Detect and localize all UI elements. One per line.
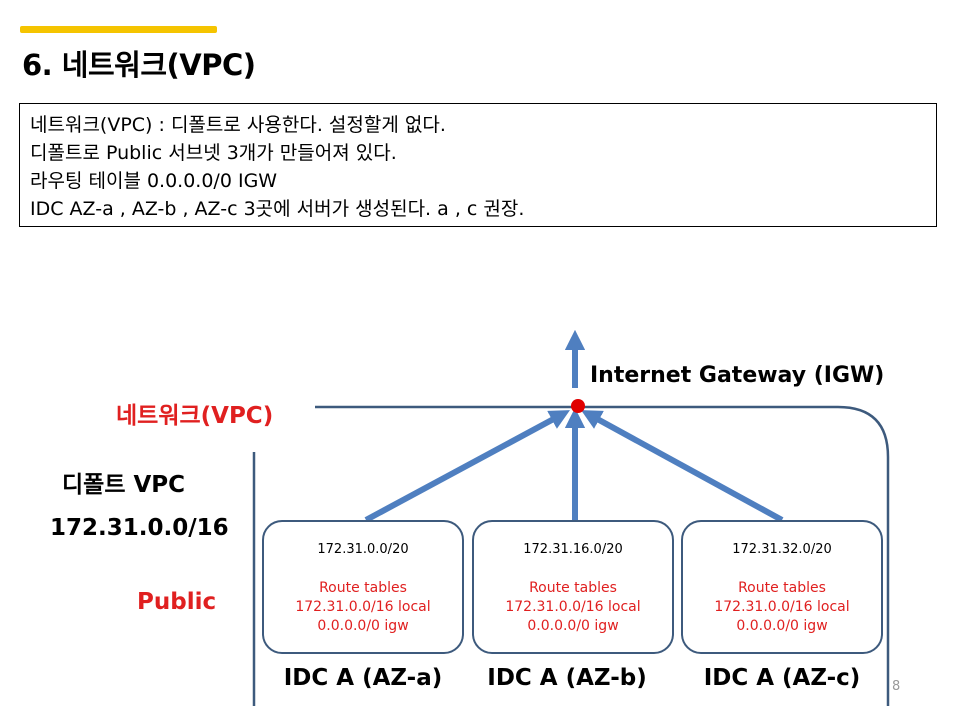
route-table-title: Route tables [319,580,407,596]
note-line: IDC AZ-a , AZ-b , AZ-c 3곳에 서버가 생성된다. a ,… [30,198,525,220]
subnet-box-az-c: 172.31.32.0/20 Route tables 172.31.0.0/1… [681,520,883,654]
subnet-box-az-a: 172.31.0.0/20 Route tables 172.31.0.0/16… [262,520,464,654]
subnet-cidr: 172.31.32.0/20 [732,542,832,557]
note-box: 네트워크(VPC) : 디폴트로 사용한다. 설정할게 없다. 디폴트로 Pub… [19,103,937,227]
route-default: 0.0.0.0/0 igw [317,618,409,634]
route-default: 0.0.0.0/0 igw [527,618,619,634]
public-subnet-label: Public [137,589,217,615]
az-label-b: IDC A (AZ-b) [487,665,647,691]
page-title: 6. 네트워크(VPC) [22,48,256,82]
subnet-cidr: 172.31.0.0/20 [317,542,409,557]
subnet-cidr: 172.31.16.0/20 [523,542,623,557]
subnet-box-az-b: 172.31.16.0/20 Route tables 172.31.0.0/1… [472,520,674,654]
route-table: Route tables 172.31.0.0/16 local 0.0.0.0… [474,579,672,636]
route-local: 172.31.0.0/16 local [505,599,641,615]
note-line: 네트워크(VPC) : 디폴트로 사용한다. 설정할게 없다. [30,114,446,136]
route-table: Route tables 172.31.0.0/16 local 0.0.0.0… [264,579,462,636]
route-default: 0.0.0.0/0 igw [736,618,828,634]
route-local: 172.31.0.0/16 local [714,599,850,615]
igw-point [571,399,585,413]
vpc-boundary [252,405,890,706]
az-label-c: IDC A (AZ-c) [703,665,861,691]
vpc-label: 네트워크(VPC) [116,403,274,429]
note-line: 라우팅 테이블 0.0.0.0/0 IGW [30,170,278,192]
page-number: 8 [892,679,901,694]
route-table: Route tables 172.31.0.0/16 local 0.0.0.0… [683,579,881,636]
route-table-title: Route tables [529,580,617,596]
subnet-a-to-igw-arrow [364,410,570,523]
igw-label: Internet Gateway (IGW) [590,363,885,388]
route-table-title: Route tables [738,580,826,596]
note-line: 디폴트로 Public 서브넷 3개가 만들어져 있다. [30,142,397,164]
title-accent-bar [20,26,217,33]
az-label-a: IDC A (AZ-a) [283,665,443,691]
vpc-cidr-label: 172.31.0.0/16 [50,515,229,541]
subnet-c-to-igw-arrow [581,410,784,523]
default-vpc-label: 디폴트 VPC [62,472,186,498]
route-local: 172.31.0.0/16 local [295,599,431,615]
